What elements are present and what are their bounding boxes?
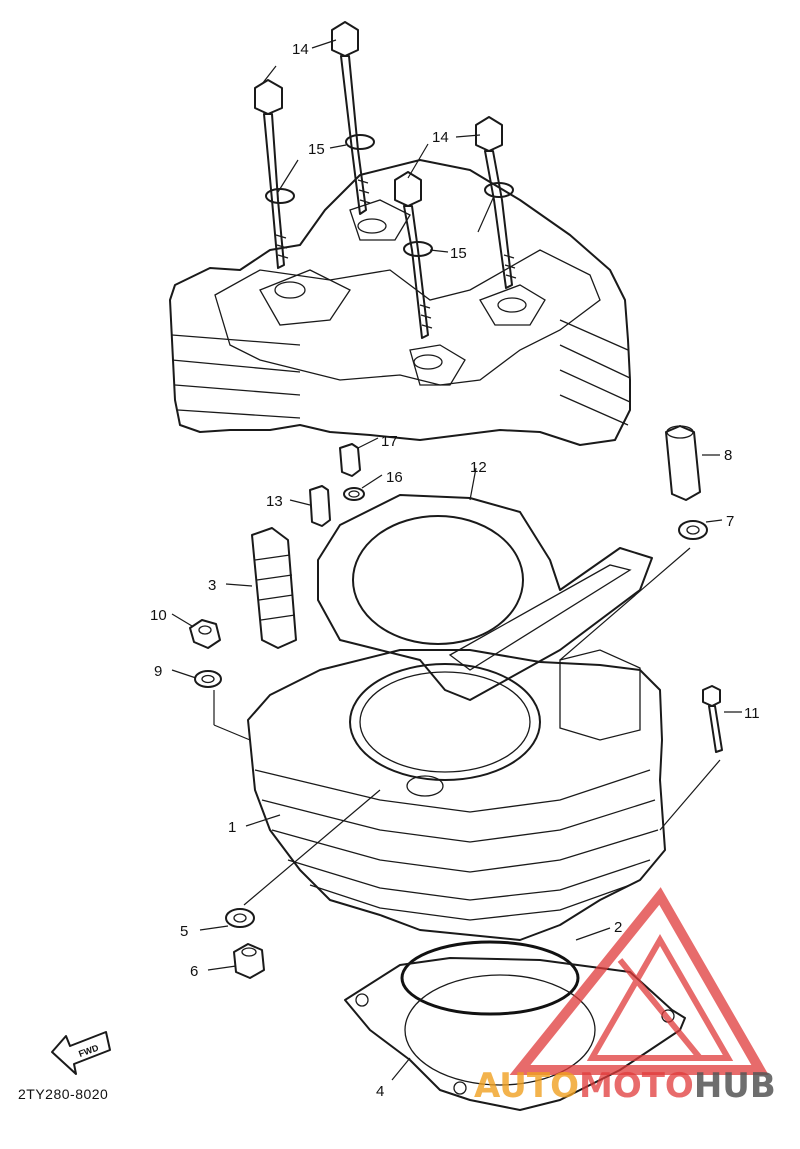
label-part-12: 12 [470, 459, 487, 476]
label-part-7: 7 [726, 513, 734, 530]
label-part-15a: 15 [308, 141, 325, 158]
cylinder-1 [247, 649, 666, 941]
watermark-auto: AUTO [474, 1066, 579, 1106]
o-ring-2 [400, 940, 580, 1016]
cylinder-head [169, 159, 631, 446]
nut-10 [189, 619, 221, 649]
label-part-14a: 14 [292, 41, 309, 58]
label-part-11: 11 [744, 705, 760, 722]
watermark-hub: HUB [694, 1066, 776, 1106]
label-part-16: 16 [386, 469, 403, 486]
label-part-8: 8 [724, 447, 732, 464]
label-part-9: 9 [154, 663, 162, 680]
part-labels: 14 14 15 15 17 16 13 12 8 7 3 10 9 11 1 … [150, 41, 760, 1100]
label-part-1: 1 [228, 819, 236, 836]
bolt-11 [702, 685, 723, 753]
dowel-pin-17 [339, 443, 361, 477]
washer-9 [194, 670, 222, 688]
label-part-6: 6 [190, 963, 198, 980]
watermark-logo [509, 887, 769, 1075]
diagram-code: 2TY280-8020 [18, 1086, 109, 1102]
label-part-15b: 15 [450, 245, 467, 262]
label-part-14b: 14 [432, 129, 449, 146]
dowel-pin-13 [309, 485, 331, 527]
fwd-label: FWD [77, 1042, 100, 1059]
svg-text:AUTOMOTOHUB: AUTOMOTOHUB [474, 1066, 776, 1106]
watermark-moto: MOTO [579, 1066, 694, 1106]
watermark-text: AUTOMOTOHUB [474, 1066, 776, 1106]
label-part-13: 13 [266, 493, 283, 510]
label-part-10: 10 [150, 607, 167, 624]
timing-chain-guide-3 [251, 527, 297, 649]
washer-5 [225, 908, 255, 928]
label-part-5: 5 [180, 923, 188, 940]
label-part-4: 4 [376, 1083, 384, 1100]
leader-lines [171, 39, 742, 1081]
fwd-arrow-icon: FWD [51, 1031, 111, 1075]
washer-7 [678, 520, 708, 540]
nut-6 [233, 943, 265, 979]
o-ring-16 [343, 487, 365, 501]
label-part-17: 17 [381, 433, 398, 450]
label-part-3: 3 [208, 577, 216, 594]
head-bolts [254, 21, 517, 339]
stud-8 [665, 425, 701, 501]
label-part-2: 2 [614, 919, 622, 936]
